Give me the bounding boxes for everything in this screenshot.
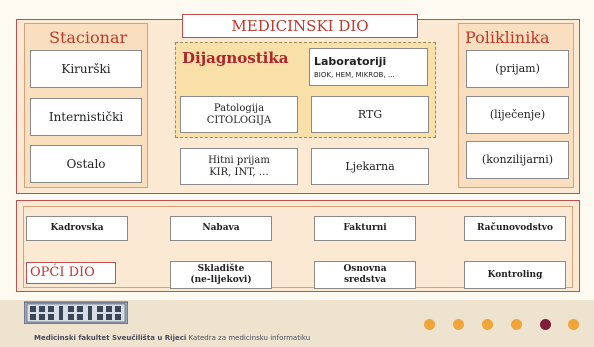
rtg-box[interactable]: RTG: [311, 96, 429, 133]
kadrovska-label: Kadrovska: [50, 223, 104, 234]
poliklinika-item-label: (prijam): [495, 62, 540, 76]
stacionar-item-label: Ostalo: [66, 156, 106, 171]
racunovodstvo-label: Računovodstvo: [476, 223, 554, 234]
nabava-label: Nabava: [202, 223, 240, 234]
footer-department: Katedra za medicinsku informatiku: [188, 334, 311, 342]
ljekarna-box[interactable]: Ljekarna: [311, 148, 429, 185]
footer-institution: Medicinski fakultet Sveučilišta u Rijeci: [34, 334, 187, 342]
patologija-line2: CITOLOGIJA: [206, 114, 272, 126]
rtg-label: RTG: [357, 107, 383, 121]
nav-dot-4[interactable]: [511, 319, 522, 330]
hitni-line2: KIR, INT, …: [209, 166, 269, 178]
main-title: MEDICINSKI DIO: [182, 14, 418, 38]
laboratorij-box[interactable]: Laboratoriji BIOK, HEM, MIKROB, …: [309, 48, 428, 86]
osnovna-line1: Osnovna: [343, 264, 387, 275]
racunovodstvo-box[interactable]: Računovodstvo: [464, 216, 566, 241]
osnovna-line2: sredstva: [343, 275, 387, 285]
hitni-line1: Hitni prijam: [208, 154, 270, 166]
poliklinika-item-prijam[interactable]: (prijam): [466, 50, 569, 88]
stacionar-item-ostalo[interactable]: Ostalo: [30, 145, 142, 183]
laboratorij-title: Laboratoriji: [314, 54, 387, 68]
fakturni-label: Fakturni: [343, 223, 387, 234]
poliklinika-item-label: (konzilijarni): [481, 153, 554, 167]
ljekarna-label: Ljekarna: [345, 159, 395, 173]
stacionar-item-internisticki[interactable]: Internistički: [30, 98, 142, 136]
faculty-logo: [23, 300, 129, 325]
stacionar-title: Stacionar: [49, 28, 128, 47]
nav-dot-1[interactable]: [424, 319, 435, 330]
opci-dio-title: OPĆI DIO: [26, 262, 116, 284]
poliklinika-item-konzilijarni[interactable]: (konzilijarni): [466, 141, 569, 179]
skladiste-line2: (ne-lijekovi): [190, 275, 252, 285]
kontroling-box[interactable]: Kontroling: [464, 261, 566, 289]
hitni-prijam-box[interactable]: Hitni prijam KIR, INT, …: [180, 148, 298, 185]
building-logo-icon: [23, 301, 129, 325]
laboratorij-subtitle: BIOK, HEM, MIKROB, …: [314, 70, 395, 79]
kontroling-label: Kontroling: [487, 269, 543, 280]
skladiste-box[interactable]: Skladište (ne-lijekovi): [170, 261, 272, 289]
patologija-line1: Patologija: [213, 102, 265, 114]
main-title-text: MEDICINSKI DIO: [231, 17, 369, 35]
opci-dio-title-text: OPĆI DIO: [30, 265, 95, 281]
nav-dot-6[interactable]: [568, 319, 579, 330]
patologija-box[interactable]: Patologija CITOLOGIJA: [180, 96, 298, 133]
skladiste-line1: Skladište: [197, 264, 245, 275]
poliklinika-title: Poliklinika: [465, 28, 550, 47]
poliklinika-item-lijecenje[interactable]: (liječenje): [466, 96, 569, 134]
stacionar-item-kirurski[interactable]: Kirurški: [30, 50, 142, 88]
kadrovska-box[interactable]: Kadrovska: [26, 216, 128, 241]
osnovna-sredstva-box[interactable]: Osnovna sredstva: [314, 261, 416, 289]
footer-text: Medicinski fakultet Sveučilišta u Rijeci…: [34, 334, 310, 342]
nav-dot-3[interactable]: [482, 319, 493, 330]
stacionar-item-label: Internistički: [48, 109, 124, 124]
nav-dot-5[interactable]: [540, 319, 551, 330]
nabava-box[interactable]: Nabava: [170, 216, 272, 241]
opci-dio-inner: [23, 206, 573, 288]
fakturni-box[interactable]: Fakturni: [314, 216, 416, 241]
stacionar-item-label: Kirurški: [61, 61, 111, 76]
dijagnostika-title: Dijagnostika: [182, 49, 289, 67]
poliklinika-item-label: (liječenje): [489, 108, 546, 122]
nav-dot-2[interactable]: [453, 319, 464, 330]
